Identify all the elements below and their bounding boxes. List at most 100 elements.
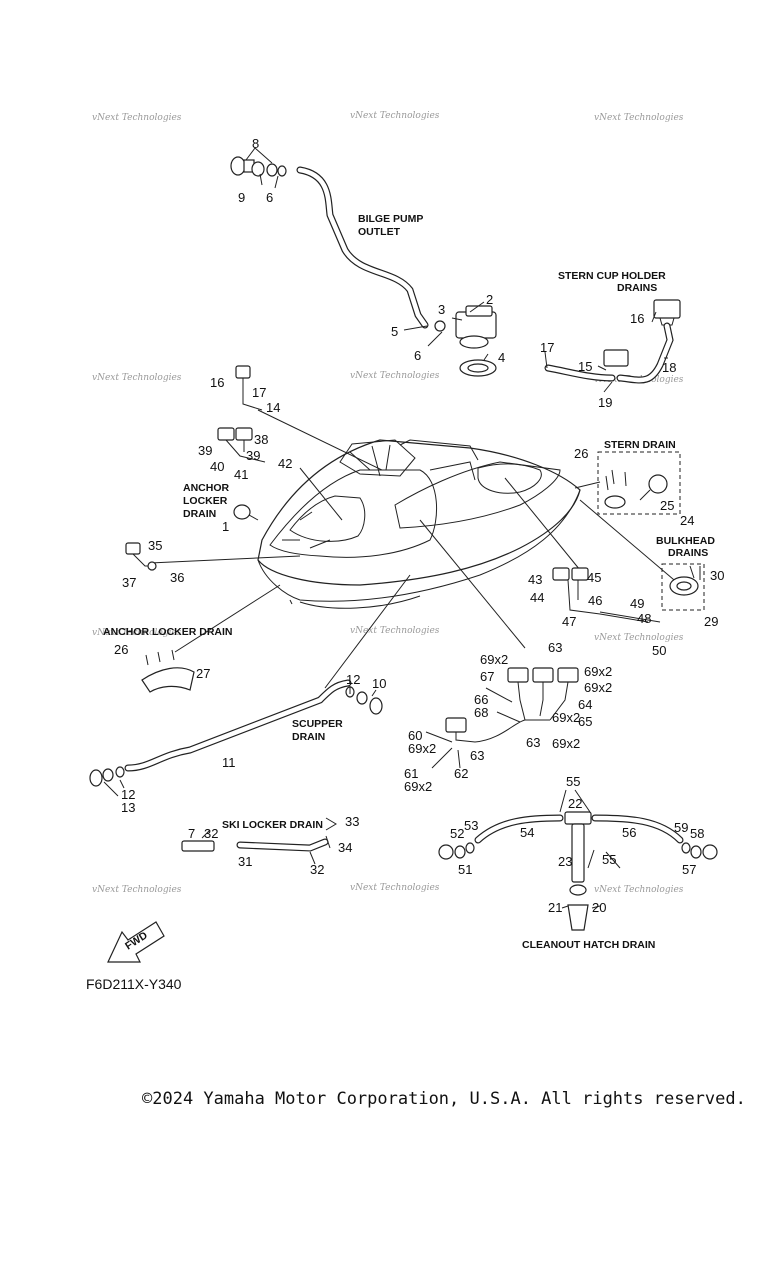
callout-number: 17	[252, 385, 266, 400]
callout-number: 66	[474, 692, 488, 707]
section-title: LOCKER	[183, 495, 228, 507]
callout-number: 33	[345, 814, 359, 829]
section-title: DRAIN	[183, 508, 216, 520]
callout-number: 39	[198, 443, 212, 458]
callout-number: 6	[414, 348, 421, 363]
watermark: vNext Technologies	[92, 113, 182, 123]
callout-number: 46	[588, 593, 602, 608]
callout-number: 59	[674, 820, 688, 835]
callout-number: 32	[310, 862, 324, 877]
section-title: CLEANOUT HATCH DRAIN	[522, 939, 655, 951]
callout-number: 11	[222, 755, 236, 770]
callout-number: 19	[598, 395, 612, 410]
callout-number: 42	[278, 456, 292, 471]
front-cup-drains	[125, 365, 266, 571]
section-title: ANCHOR LOCKER DRAIN	[103, 626, 233, 638]
callout-number: 26	[574, 446, 588, 461]
stern-drain-box	[597, 451, 681, 515]
callout-number: 41	[234, 467, 248, 482]
callout-number: 29	[704, 614, 718, 629]
stern-cup-holder-assembly	[544, 299, 681, 393]
callout-number: 63	[526, 735, 540, 750]
callout-number: 63	[470, 748, 484, 763]
watermark: vNext Technologies	[350, 626, 440, 636]
callout-number: 43	[528, 572, 542, 587]
callout-number: 16	[630, 311, 644, 326]
watermark: vNext Technologies	[350, 371, 440, 381]
callout-number: 69x2	[480, 652, 508, 667]
section-title: OUTLET	[358, 226, 401, 238]
watermark: vNext Technologies	[92, 885, 182, 895]
section-title: SKI LOCKER DRAIN	[222, 819, 323, 831]
callout-number: 7	[188, 826, 195, 841]
callout-number: 8	[252, 136, 259, 151]
callout-number: 51	[458, 862, 472, 877]
callout-number: 6	[266, 190, 273, 205]
callout-number: 10	[372, 676, 386, 691]
callout-number: 65	[578, 714, 592, 729]
section-title: DRAIN	[292, 731, 325, 743]
callout-number: 2	[486, 292, 493, 307]
anchor-locker-drain-parts	[141, 649, 195, 693]
callout-number: 17	[540, 340, 554, 355]
callout-number: 38	[254, 432, 268, 447]
callout-number: 60	[408, 728, 422, 743]
bilge-pump-assembly	[230, 147, 497, 377]
callout-number: 48	[637, 611, 651, 626]
callout-number: 45	[587, 570, 601, 585]
callout-number: 13	[121, 800, 135, 815]
leader-lines	[149, 409, 681, 689]
callout-number: 55	[602, 852, 616, 867]
callout-number: 69x2	[552, 710, 580, 725]
callout-number: 53	[464, 818, 478, 833]
callout-number: 36	[170, 570, 184, 585]
cleanout-hatch-drain-assembly	[438, 789, 718, 931]
callout-number: 61	[404, 766, 418, 781]
callout-number: 5	[391, 324, 398, 339]
boat-hull	[257, 439, 601, 609]
callout-number: 1	[222, 519, 229, 534]
bulkhead-hoses	[552, 567, 661, 623]
callout-number: 52	[450, 826, 464, 841]
callout-number: 63	[548, 640, 562, 655]
watermark: vNext Technologies	[594, 633, 684, 643]
callout-number: 58	[690, 826, 704, 841]
section-title: DRAINS	[617, 282, 657, 294]
callout-number: 69x2	[584, 664, 612, 679]
fwd-arrow: FWD	[107, 921, 165, 963]
callout-number: 50	[652, 643, 666, 658]
callout-number: 9	[238, 190, 245, 205]
callout-number: 47	[562, 614, 576, 629]
section-title: BILGE PUMP	[358, 213, 423, 225]
callout-number: 18	[662, 360, 676, 375]
section-title: SCUPPER	[292, 718, 343, 730]
callout-number: 12	[346, 672, 360, 687]
watermark: vNext Technologies	[594, 885, 684, 895]
callout-number: 16	[210, 375, 224, 390]
callout-number: 22	[568, 796, 582, 811]
callout-number: 14	[266, 400, 280, 415]
callout-number: 37	[122, 575, 136, 590]
callout-number: 12	[121, 787, 135, 802]
watermark: vNext Technologies	[350, 111, 440, 121]
section-title: BULKHEAD	[656, 535, 715, 547]
callout-number: 68	[474, 705, 488, 720]
callout-number: 27	[196, 666, 210, 681]
copyright-notice: ©2024 Yamaha Motor Corporation, U.S.A. A…	[142, 1089, 746, 1109]
callout-number: 31	[238, 854, 252, 869]
callout-number: 40	[210, 459, 224, 474]
watermark: vNext Technologies	[350, 883, 440, 893]
section-titles: BILGE PUMP OUTLET STERN CUP HOLDER DRAIN…	[103, 213, 715, 951]
callout-number: 25	[660, 498, 674, 513]
callout-number: 30	[710, 568, 724, 583]
callout-number: 62	[454, 766, 468, 781]
callout-number: 57	[682, 862, 696, 877]
callout-number: 55	[566, 774, 580, 789]
callout-number: 3	[438, 302, 445, 317]
callout-number: 34	[338, 840, 352, 855]
callout-number: 24	[680, 513, 694, 528]
section-title: DRAINS	[668, 547, 708, 559]
callout-number: 44	[530, 590, 544, 605]
callout-number: 67	[480, 669, 494, 684]
